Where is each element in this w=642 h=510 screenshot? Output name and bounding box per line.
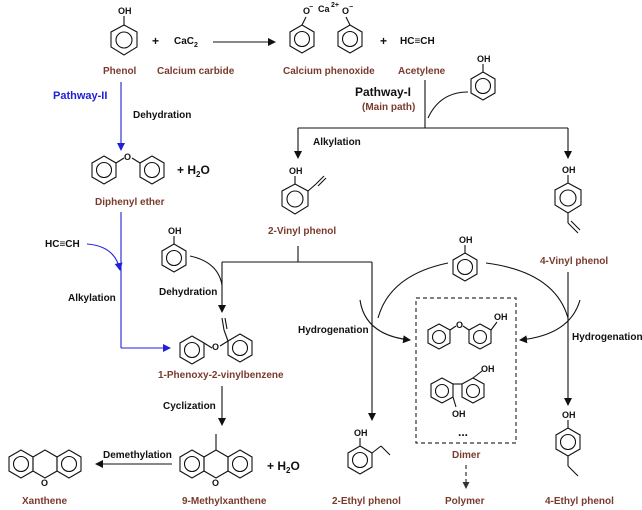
phenol-dehydration-curve xyxy=(189,255,223,286)
hydrogenation-label-right: Hydrogenation xyxy=(572,332,642,343)
plus-sign-1: + xyxy=(152,34,159,48)
4-vinyl-phenol-structure: OH xyxy=(554,165,582,234)
pathway-i-label: Pathway-I xyxy=(355,85,411,99)
svg-text:2+: 2+ xyxy=(331,2,339,9)
dimer-ellipsis: ... xyxy=(458,425,468,439)
diphenyl-ether-label: Diphenyl ether xyxy=(95,197,165,208)
diphenyl-ether-structure: O xyxy=(91,152,165,185)
svg-text:O: O xyxy=(41,478,48,488)
phenol-addition-curve xyxy=(427,91,469,119)
alkylation-label-left: Alkylation xyxy=(68,293,116,304)
phenoxide-o-left: O xyxy=(303,6,310,16)
phenol-to-dimer-right-curve xyxy=(519,299,581,344)
4-ethyl-phenol-label: 4-Ethyl phenol xyxy=(545,496,614,507)
phenoxy-vinylbenzene-label: 1-Phenoxy-2-vinylbenzene xyxy=(158,370,284,381)
demethylation-label: Demethylation xyxy=(103,450,172,461)
plus-sign-2: + xyxy=(380,34,387,48)
calcium-carbide-label: Calcium carbide xyxy=(157,66,235,77)
hydrogenation-label-left: Hydrogenation xyxy=(298,325,369,336)
svg-text:OH: OH xyxy=(562,165,576,175)
acetylene-addition-curve xyxy=(86,243,123,271)
phenol-label: Phenol xyxy=(103,66,137,77)
pathway-ii-label: Pathway-II xyxy=(53,90,107,102)
phenoxy-vinylbenzene-structure: O xyxy=(179,317,253,365)
svg-text:OH: OH xyxy=(354,428,368,438)
svg-text:OH: OH xyxy=(459,235,473,245)
svg-text:OH: OH xyxy=(481,364,495,374)
dehydration-label-center: Dehydration xyxy=(159,287,217,298)
svg-text:OH: OH xyxy=(494,312,508,322)
svg-text:OH: OH xyxy=(477,54,491,64)
phenol-to-dimer-left-curve xyxy=(359,299,411,344)
acetylene-formula: HC≡CH xyxy=(400,36,435,47)
polymer-label: Polymer xyxy=(445,496,485,507)
dimer-label: Dimer xyxy=(452,450,480,461)
water-methylxanthene: + H2O xyxy=(267,459,300,475)
phenol-structure: OH xyxy=(110,6,138,56)
calcium-phenoxide-structure: O − Ca 2+ O − xyxy=(289,2,363,54)
acetylene-formula-left: HC≡CH xyxy=(45,239,80,250)
dimer-ether-structure: O OH xyxy=(427,312,508,350)
calcium-ion: Ca xyxy=(318,4,330,14)
2-vinyl-phenol-label: 2-Vinyl phenol xyxy=(268,226,336,237)
phenoxide-o-right: O xyxy=(342,6,349,16)
phenol-reagent-center: OH xyxy=(452,235,478,282)
svg-text:−: − xyxy=(309,4,313,11)
cyclization-label: Cyclization xyxy=(163,401,216,412)
phenol-oh-label: OH xyxy=(118,6,132,16)
svg-text:OH: OH xyxy=(452,409,466,419)
methylxanthene-structure: O xyxy=(179,434,253,488)
svg-text:O: O xyxy=(456,320,463,330)
svg-text:O: O xyxy=(124,152,131,162)
xanthene-label: Xanthene xyxy=(22,496,67,507)
svg-text:O: O xyxy=(212,478,219,488)
xanthene-structure: O xyxy=(8,449,82,488)
phenol-to-hydrogenation-curve xyxy=(377,262,449,319)
dimer-biphenol-structure: OH OH xyxy=(430,364,495,419)
methylxanthene-label: 9-Methylxanthene xyxy=(182,496,267,507)
4-ethyl-phenol-structure: OH xyxy=(555,410,581,477)
calcium-phenoxide-label: Calcium phenoxide xyxy=(283,66,375,77)
dimer-box xyxy=(415,297,517,444)
phenol-reagent-left: OH xyxy=(161,226,187,273)
2-vinyl-phenol-structure: OH xyxy=(281,166,327,215)
2-ethyl-phenol-structure: OH xyxy=(347,428,391,475)
svg-text:OH: OH xyxy=(289,166,303,176)
acetylene-label: Acetylene xyxy=(398,66,446,77)
svg-text:−: − xyxy=(349,4,353,11)
phenol-to-hydrogenation-right-curve xyxy=(485,262,569,319)
svg-text:O: O xyxy=(212,342,219,352)
svg-text:OH: OH xyxy=(562,410,576,420)
dehydration-label-left: Dehydration xyxy=(133,110,191,121)
phenol-reagent-right: OH xyxy=(470,54,496,101)
svg-text:OH: OH xyxy=(168,226,182,236)
4-vinyl-phenol-label: 4-Vinyl phenol xyxy=(540,256,608,267)
2-ethyl-phenol-label: 2-Ethyl phenol xyxy=(332,496,401,507)
calcium-carbide-formula: CaC2 xyxy=(174,36,198,49)
alkylation-label-right: Alkylation xyxy=(313,137,361,148)
main-path-label: (Main path) xyxy=(362,102,415,113)
water-diphenyl-ether: + H2O xyxy=(177,163,210,179)
